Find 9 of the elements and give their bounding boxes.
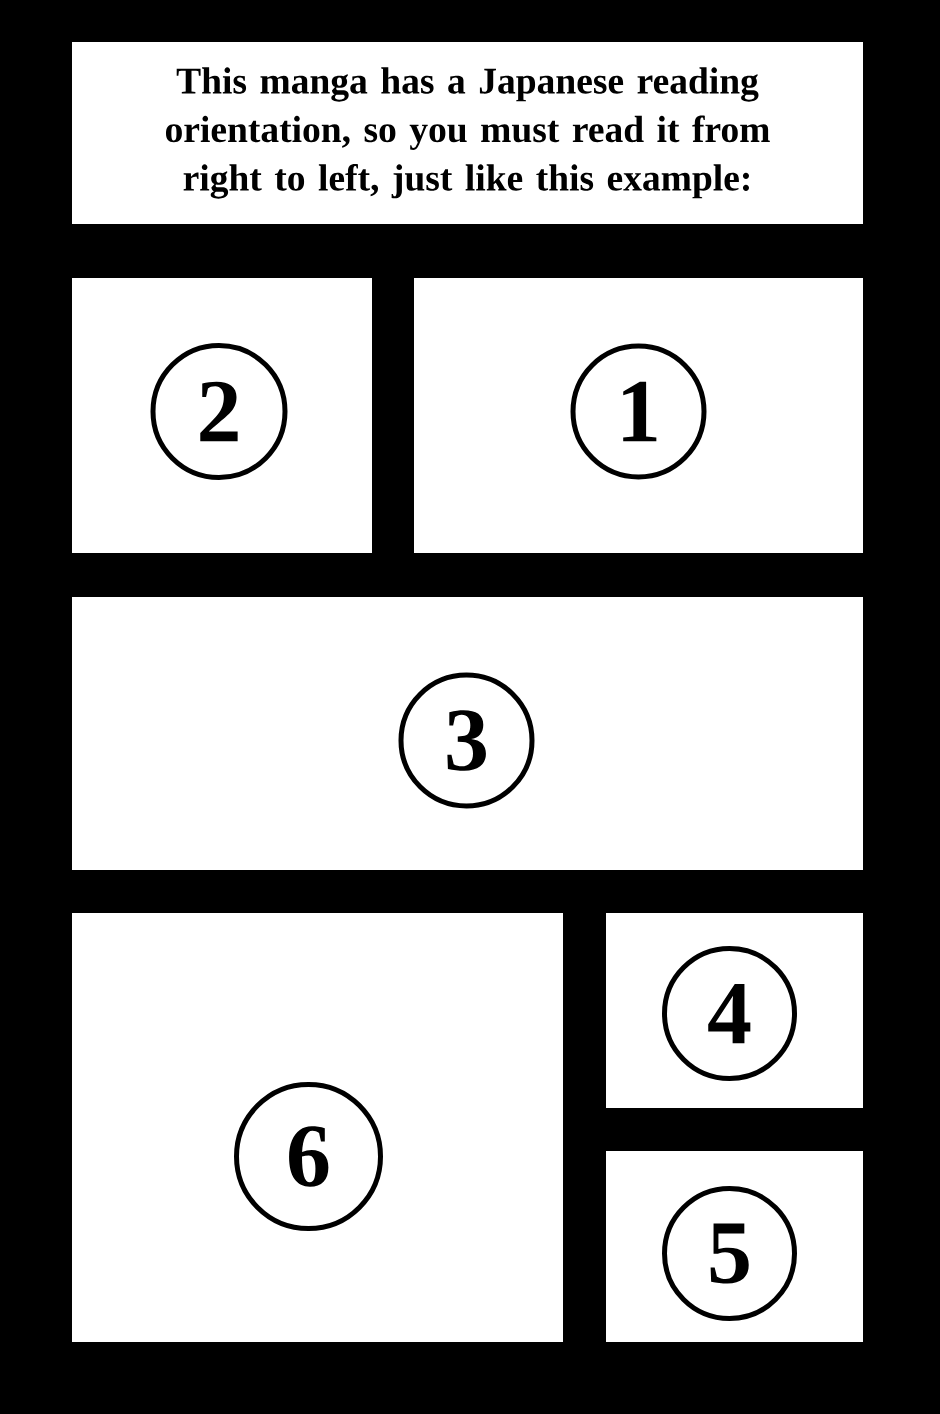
- circled-number: 2: [150, 343, 288, 480]
- instruction-box: This manga has a Japanese reading orientation, so you must read it from right to left, just like this example:: [72, 42, 863, 224]
- comic-panel: [72, 913, 563, 1342]
- circled-number: 5: [662, 1186, 797, 1321]
- comic-panel: [72, 597, 863, 870]
- circled-number: 1: [570, 343, 707, 480]
- circled-number: 3: [398, 672, 535, 809]
- circled-number: 4: [662, 946, 797, 1081]
- circled-number: 6: [234, 1082, 383, 1231]
